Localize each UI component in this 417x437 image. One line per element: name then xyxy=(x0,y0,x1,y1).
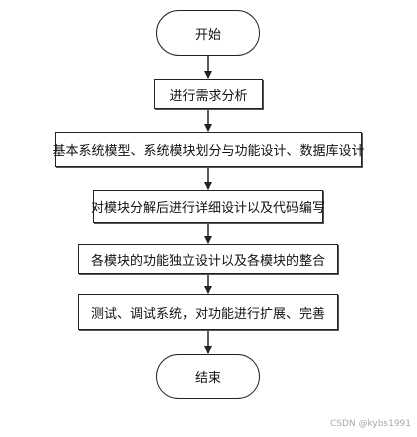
process-step-label: 进行需求分析 xyxy=(169,88,248,104)
watermark: CSDN @kybs1991 xyxy=(329,419,411,429)
process-step-detailed-design-coding: 对模块分解后进行详细设计以及代码编写 xyxy=(91,190,326,223)
process-step-testing-debugging: 测试、调试系统，对功能进行扩展、完善 xyxy=(78,294,338,330)
end-terminal: 结束 xyxy=(156,354,260,399)
process-step-label: 各模块的功能独立设计以及各模块的整合 xyxy=(90,253,325,269)
start-terminal: 开始 xyxy=(156,10,260,56)
process-step-label: 对模块分解后进行详细设计以及代码编写 xyxy=(91,201,326,216)
process-step-system-model-design: 基本系统模型、系统模块划分与功能设计、数据库设计 xyxy=(52,132,365,167)
process-step-label: 基本系统模型、系统模块划分与功能设计、数据库设计 xyxy=(52,144,365,159)
process-step-requirements-analysis: 进行需求分析 xyxy=(154,79,263,109)
process-step-module-integration: 各模块的功能独立设计以及各模块的整合 xyxy=(78,244,338,274)
end-label: 结束 xyxy=(194,371,221,386)
start-label: 开始 xyxy=(194,27,221,43)
process-step-label: 测试、调试系统，对功能进行扩展、完善 xyxy=(90,306,325,322)
